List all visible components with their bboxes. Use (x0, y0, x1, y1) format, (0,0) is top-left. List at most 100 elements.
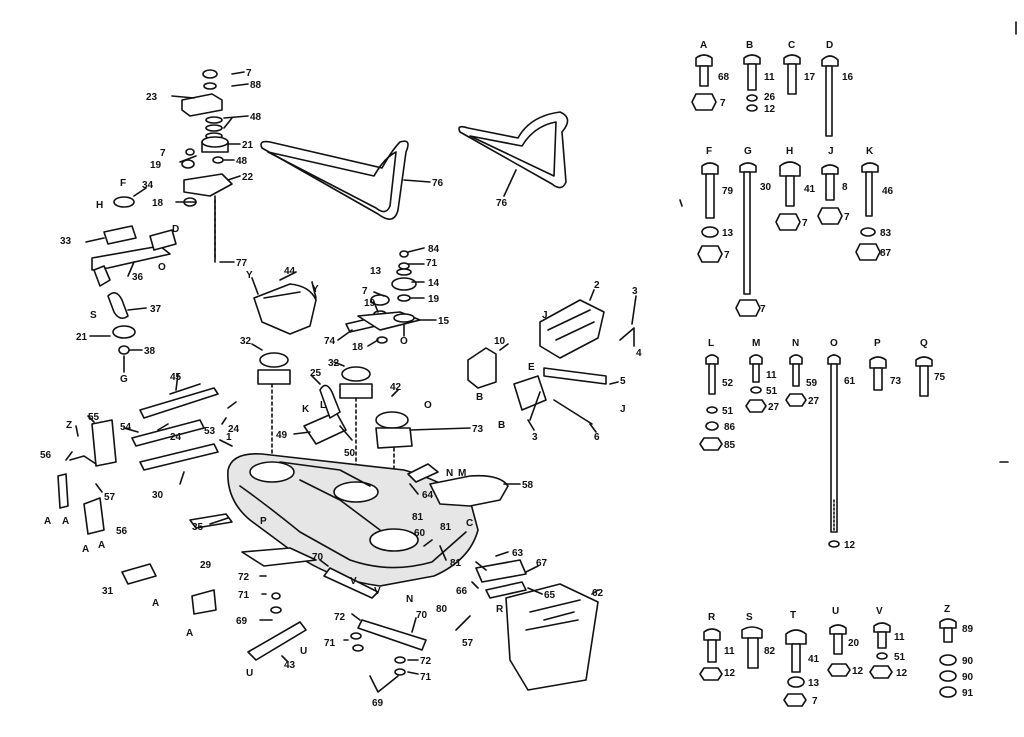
label: 61 (844, 376, 856, 387)
label: 69 (236, 616, 248, 627)
label: 70 (312, 552, 324, 563)
right-brackets: 2 3 5 4 3 6 10 B B E J J O (424, 280, 642, 443)
label: R (496, 604, 504, 615)
label: A (186, 628, 193, 639)
label: 53 (204, 426, 216, 437)
label: C (788, 40, 795, 51)
label: 29 (200, 560, 212, 571)
label: 7 (724, 250, 730, 261)
label: 4 (636, 348, 642, 359)
label: 88 (250, 80, 262, 91)
label: 57 (462, 638, 474, 649)
label: B (498, 420, 505, 431)
hardware-row-1: A B C D 68 7 11 26 12 17 16 (691, 40, 854, 137)
label: H (96, 200, 103, 211)
label: U (832, 606, 839, 617)
label: 56 (40, 450, 52, 461)
label: K (302, 404, 310, 415)
label: 13 (808, 678, 820, 689)
label: A (700, 40, 707, 51)
label: G (744, 146, 752, 157)
label: 45 (170, 372, 182, 383)
label: 71 (426, 258, 438, 269)
belt-2: 76 (458, 111, 569, 209)
label: 34 (142, 180, 154, 191)
label: 12 (852, 666, 864, 677)
label: 71 (324, 638, 336, 649)
left-bracket-assembly: 34 33 36 37 21 38 F H G S O D (60, 178, 179, 385)
label: 20 (848, 638, 860, 649)
label: 74 (324, 336, 336, 347)
label: 84 (428, 244, 440, 255)
right-front-parts: 58 81 63 67 66 65 62 57 80 81 N M C R 60 (414, 468, 604, 691)
label: 85 (724, 440, 736, 451)
label: 5 (620, 376, 626, 387)
label: 80 (436, 604, 448, 615)
label: 44 (284, 266, 296, 277)
label: B (476, 392, 483, 403)
label: 64 (422, 490, 434, 501)
hardware-row-2: F G H J K 79 13 7 30 7 41 7 8 7 46 83 87 (697, 146, 894, 317)
label: S (746, 612, 753, 623)
label: A (98, 540, 105, 551)
label: 27 (808, 396, 820, 407)
label: 23 (146, 92, 158, 103)
label: 41 (808, 654, 820, 665)
label: 52 (722, 378, 734, 389)
mower-deck: 1 35 64 P 81 (189, 432, 479, 587)
label: 3 (532, 432, 538, 443)
label: 65 (544, 590, 556, 601)
label: 12 (724, 668, 736, 679)
label: 7 (362, 286, 368, 297)
label: A (44, 516, 51, 527)
label: M (752, 338, 760, 349)
label: 66 (456, 586, 468, 597)
label: 35 (192, 522, 204, 533)
label: 41 (804, 184, 816, 195)
label: 72 (238, 572, 250, 583)
label: F (706, 146, 712, 157)
label: 1 (226, 432, 232, 443)
label: U (246, 668, 253, 679)
label: 11 (766, 370, 777, 381)
label: 56 (116, 526, 128, 537)
label: A (152, 598, 159, 609)
label: V (374, 586, 381, 597)
label: 81 (440, 522, 452, 533)
label: 11 (764, 72, 775, 83)
label: N (792, 338, 799, 349)
label: 14 (428, 278, 440, 289)
label: 89 (962, 624, 974, 635)
label: 54 (120, 422, 132, 433)
left-side-parts: 45 53 55 54 24 24 30 57 56 56 31 29 Z A … (40, 372, 240, 639)
label: 72 (334, 612, 346, 623)
label: 48 (236, 156, 248, 167)
label: 7 (160, 148, 166, 159)
label: G (120, 374, 128, 385)
center-spindle-parts: 44 32 32 25 49 50 42 73 7 19 74 15 18 84… (240, 244, 484, 541)
label: 57 (104, 492, 116, 503)
label: 8 (842, 182, 848, 193)
label: 72 (420, 656, 432, 667)
label: 51 (894, 652, 906, 663)
label: Z (944, 604, 950, 615)
label: C (466, 518, 473, 529)
label: Y (312, 284, 319, 295)
label: 19 (364, 298, 376, 309)
label: M (458, 468, 466, 479)
label: T (790, 610, 796, 621)
label: 24 (170, 432, 182, 443)
label: Y (246, 270, 253, 281)
label: 76 (496, 198, 508, 209)
label: J (542, 310, 548, 321)
label: 86 (724, 422, 736, 433)
label: O (400, 336, 408, 347)
label: 7 (812, 696, 818, 707)
label: 58 (522, 480, 534, 491)
label: 69 (372, 698, 384, 709)
hardware-row-3: L M N O P Q 52 51 86 85 11 51 27 59 27 6… (699, 338, 946, 551)
label: 26 (764, 92, 776, 103)
label: K (866, 146, 874, 157)
label: P (874, 338, 881, 349)
label: O (424, 400, 432, 411)
